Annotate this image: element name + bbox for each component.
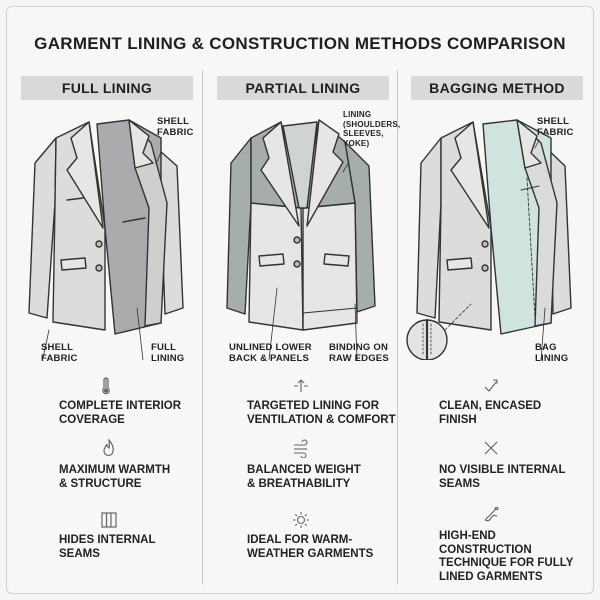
label-bag-lining: BAG LINING	[535, 342, 569, 364]
sun-icon	[293, 512, 309, 528]
feature-text: BALANCED WEIGHT & BREATHABILITY	[247, 464, 361, 490]
feature-text: MAXIMUM WARMTH & STRUCTURE	[59, 464, 171, 490]
needle-thread-icon	[484, 506, 499, 522]
label-full-lining: FULL LINING	[151, 342, 185, 364]
column-header: PARTIAL LINING	[217, 76, 389, 100]
wind-icon	[294, 439, 308, 458]
feature-text: COMPLETE INTERIOR COVERAGE	[59, 400, 182, 426]
column-divider	[397, 70, 398, 585]
thermometer-icon	[102, 377, 110, 395]
label-lining: LINING (SHOULDERS, SLEEVES, YOKE)	[343, 110, 401, 148]
full-lining-jacket-illustration	[28, 119, 184, 360]
airflow-arrows-icon	[294, 379, 308, 392]
page-title: GARMENT LINING & CONSTRUCTION METHODS CO…	[34, 34, 566, 53]
feature-text: HIGH-END CONSTRUCTION TECHNIQUE FOR FULL…	[439, 530, 574, 583]
fabric-panel-icon	[101, 512, 117, 528]
label-binding: BINDING ON RAW EDGES	[329, 342, 389, 364]
feature-text: NO VISIBLE INTERNAL SEAMS	[439, 464, 566, 490]
feature-text: IDEAL FOR WARM- WEATHER GARMENTS	[247, 534, 374, 560]
cross-icon	[484, 441, 498, 455]
label-shell-fabric: SHELL FABRIC	[537, 116, 574, 138]
bagging-method-jacket-illustration	[406, 119, 572, 360]
column-divider	[202, 70, 203, 585]
column-full-lining: FULL LINING	[11, 70, 201, 590]
feature-text: HIDES INTERNAL SEAMS	[59, 534, 156, 560]
column-bagging-method: BAGGING METHOD	[401, 70, 591, 590]
feature-text: TARGETED LINING FOR VENTILATION & COMFOR…	[247, 400, 396, 426]
column-header: FULL LINING	[21, 76, 193, 100]
column-header: BAGGING METHOD	[411, 76, 583, 100]
label-unlined-panels: UNLINED LOWER BACK & PANELS	[229, 342, 312, 364]
column-partial-lining: PARTIAL LINING	[207, 70, 401, 590]
partial-lining-jacket-illustration	[226, 119, 376, 360]
label-shell-fabric: SHELL FABRIC	[41, 342, 78, 364]
label-shell-fabric: SHELL FABRIC	[157, 116, 194, 138]
flame-icon	[103, 438, 114, 457]
check-icon	[484, 379, 498, 392]
feature-text: CLEAN, ENCASED FINISH	[439, 400, 542, 426]
